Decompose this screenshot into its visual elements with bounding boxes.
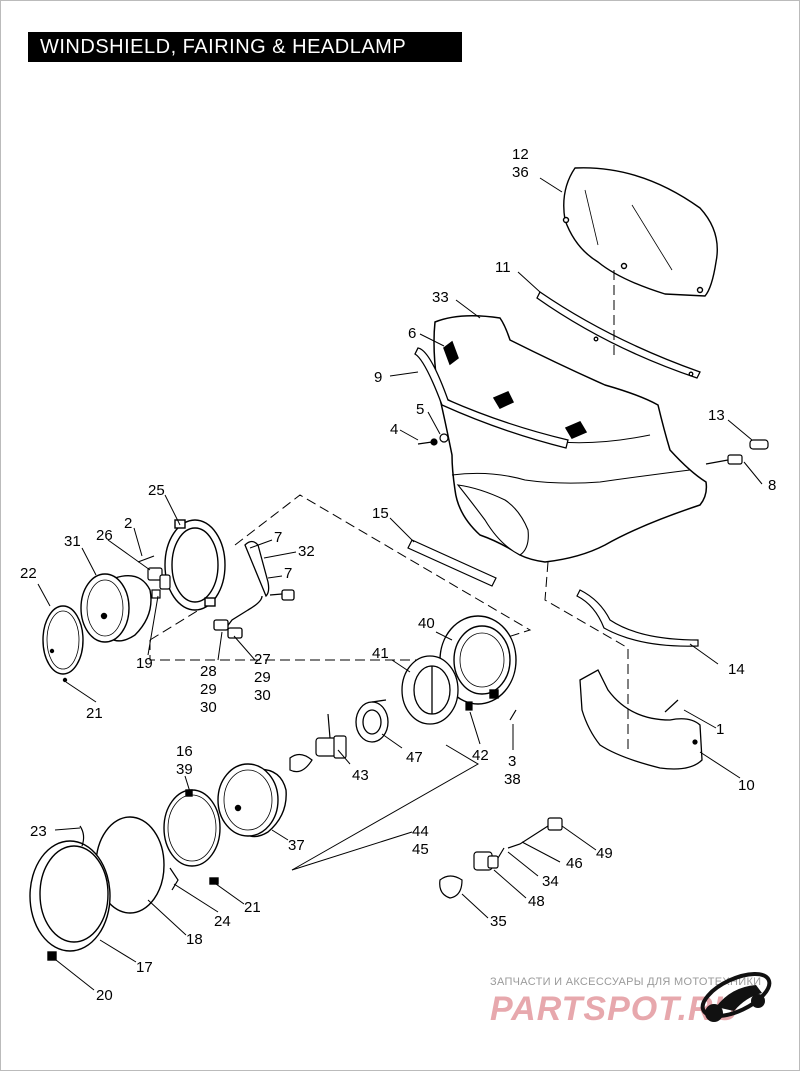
callout-18: 18 (186, 931, 203, 948)
callout-21-upper: 21 (86, 705, 103, 722)
page-title: WINDSHIELD, FAIRING & HEADLAMP (40, 36, 407, 58)
callout-22: 22 (20, 565, 37, 582)
callout-28: 28 (200, 663, 217, 680)
watermark-brand: PARTSPOT.RU (490, 990, 740, 1028)
callout-47: 47 (406, 749, 423, 766)
screw-icon (417, 433, 449, 446)
callout-13: 13 (708, 407, 725, 424)
callout-45: 45 (412, 841, 429, 858)
callout-48: 48 (528, 893, 545, 910)
callout-17: 17 (136, 959, 153, 976)
screw-small-icon (465, 701, 517, 721)
callout-3: 3 (508, 753, 516, 770)
mounting-ring-icon (164, 519, 226, 611)
windshield-icon (562, 167, 718, 297)
callout-25: 25 (148, 482, 165, 499)
fastener-icon (705, 439, 769, 465)
headlamp-housing-icon (439, 615, 517, 705)
callout-36: 36 (512, 164, 529, 181)
trim-strip-icon (536, 291, 701, 379)
socket-icon (137, 555, 171, 599)
trim-ring-icon (42, 605, 84, 683)
callout-7-lower: 7 (284, 565, 292, 582)
callout-41: 41 (372, 645, 389, 662)
mount-bracket-icon (579, 669, 703, 770)
callout-33: 33 (432, 289, 449, 306)
retaining-ring-icon (401, 655, 459, 725)
callout-12: 12 (512, 146, 529, 163)
callout-23: 23 (30, 823, 47, 840)
collar-icon (355, 699, 389, 743)
callout-2: 2 (124, 515, 132, 532)
callout-40: 40 (418, 615, 435, 632)
callout-32: 32 (298, 543, 315, 560)
callout-9: 9 (374, 369, 382, 386)
lower-headlamp-icon (217, 763, 287, 838)
callout-44: 44 (412, 823, 429, 840)
callout-16: 16 (176, 743, 193, 760)
callout-labels: 12 36 11 33 6 9 5 4 13 8 15 25 2 26 31 2… (20, 146, 776, 1004)
callout-1: 1 (716, 721, 724, 738)
callout-15: 15 (372, 505, 389, 522)
callout-34: 34 (542, 873, 559, 890)
leader-lines (37, 177, 763, 991)
callout-21-lower: 21 (244, 899, 261, 916)
callout-39: 39 (176, 761, 193, 778)
headlamp-icon (80, 573, 152, 643)
callout-27: 27 (254, 651, 271, 668)
callout-30-left: 30 (200, 699, 217, 716)
callout-35: 35 (490, 913, 507, 930)
inner-ring-icon (163, 789, 221, 885)
trim-strip-lower-icon (414, 347, 569, 449)
callout-14: 14 (728, 661, 745, 678)
watermark-tagline: ЗАПЧАСТИ И АКСЕССУАРЫ ДЛЯ МОТОТЕХНИКИ (490, 976, 762, 988)
callout-11: 11 (495, 259, 511, 276)
callout-10: 10 (738, 777, 755, 794)
callout-6: 6 (408, 325, 416, 342)
clip-icon (79, 825, 179, 891)
callout-49: 49 (596, 845, 613, 862)
callout-30-right: 30 (254, 687, 271, 704)
callout-43: 43 (352, 767, 369, 784)
rod-icon (407, 539, 497, 587)
callout-31: 31 (64, 533, 81, 550)
callout-4: 4 (390, 421, 398, 438)
bracket-icon (576, 589, 699, 647)
callout-42: 42 (472, 747, 489, 764)
callout-8: 8 (768, 477, 776, 494)
side-lamp-icon (439, 817, 563, 899)
callout-7-upper: 7 (274, 529, 282, 546)
callout-37: 37 (288, 837, 305, 854)
callout-20: 20 (96, 987, 113, 1004)
callout-26: 26 (96, 527, 113, 544)
fairing-icon (433, 315, 708, 563)
callout-46: 46 (566, 855, 583, 872)
callout-19: 19 (136, 655, 153, 672)
bulb-icon (289, 713, 347, 773)
callout-5: 5 (416, 401, 424, 418)
callout-38: 38 (504, 771, 521, 788)
wiring-harness-icon (213, 540, 295, 639)
callout-24: 24 (214, 913, 231, 930)
motorcycle-logo-icon (700, 971, 772, 1022)
callout-29-right: 29 (254, 669, 271, 686)
title-bar (28, 32, 462, 62)
visor-ring-icon (29, 840, 111, 961)
callout-29-left: 29 (200, 681, 217, 698)
